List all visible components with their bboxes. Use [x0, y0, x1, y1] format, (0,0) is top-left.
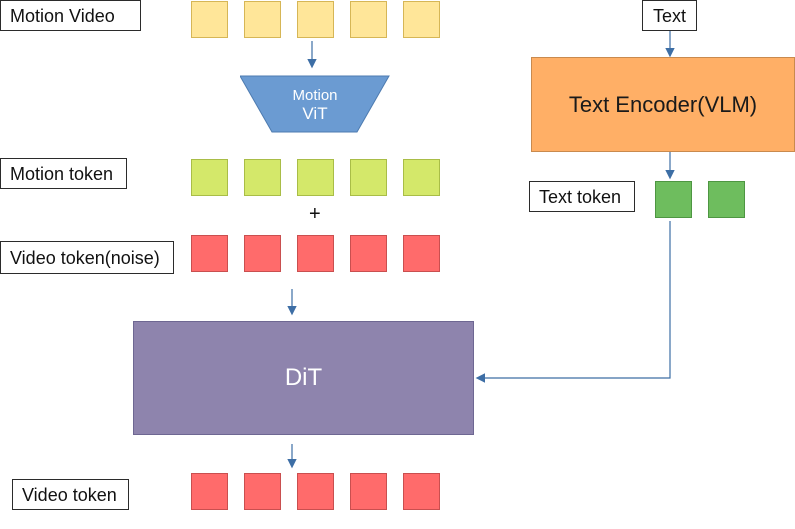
output-video-token: [350, 473, 387, 510]
video-noise-token: [350, 235, 387, 272]
motion-video-frame: [191, 1, 228, 38]
motion-vit-line2: ViT: [302, 104, 328, 124]
text-token: [708, 181, 745, 218]
video-noise-tokens: [191, 235, 440, 272]
text-input-label: Text: [642, 0, 697, 31]
output-video-token: [297, 473, 334, 510]
motion-vit-label: Motion ViT: [270, 87, 360, 124]
motion-token: [297, 159, 334, 196]
text-encoder-block: Text Encoder(VLM): [531, 57, 795, 152]
motion-vit-shape: [240, 75, 390, 133]
video-token-noise-label: Video token(noise): [0, 241, 174, 274]
text-encoder-label: Text Encoder(VLM): [568, 91, 758, 117]
motion-video-label: Motion Video: [0, 0, 141, 31]
dit-label: DiT: [284, 364, 323, 391]
motion-token: [350, 159, 387, 196]
output-video-token: [191, 473, 228, 510]
motion-video-frame: [297, 1, 334, 38]
text-token: [655, 181, 692, 218]
dit-block: DiT: [133, 321, 474, 435]
video-noise-token: [297, 235, 334, 272]
text-token-label: Text token: [529, 181, 635, 212]
output-video-tokens: [191, 473, 440, 510]
video-token-label: Video token: [12, 479, 129, 510]
motion-vit-line1: Motion: [292, 87, 338, 104]
output-video-token: [403, 473, 440, 510]
motion-video-frame: [350, 1, 387, 38]
motion-token: [403, 159, 440, 196]
motion-token-label: Motion token: [0, 158, 127, 189]
plus-operator: +: [309, 203, 321, 225]
motion-token: [244, 159, 281, 196]
motion-vit-block: [240, 75, 390, 133]
video-noise-token: [191, 235, 228, 272]
motion-video-frame: [244, 1, 281, 38]
motion-token: [191, 159, 228, 196]
motion-video-frame: [403, 1, 440, 38]
arrow-text-token-to-dit: [475, 221, 671, 383]
output-video-token: [244, 473, 281, 510]
video-noise-token: [244, 235, 281, 272]
text-tokens: [655, 181, 745, 218]
motion-video-frames: [191, 1, 440, 38]
video-noise-token: [403, 235, 440, 272]
motion-tokens: [191, 159, 440, 196]
